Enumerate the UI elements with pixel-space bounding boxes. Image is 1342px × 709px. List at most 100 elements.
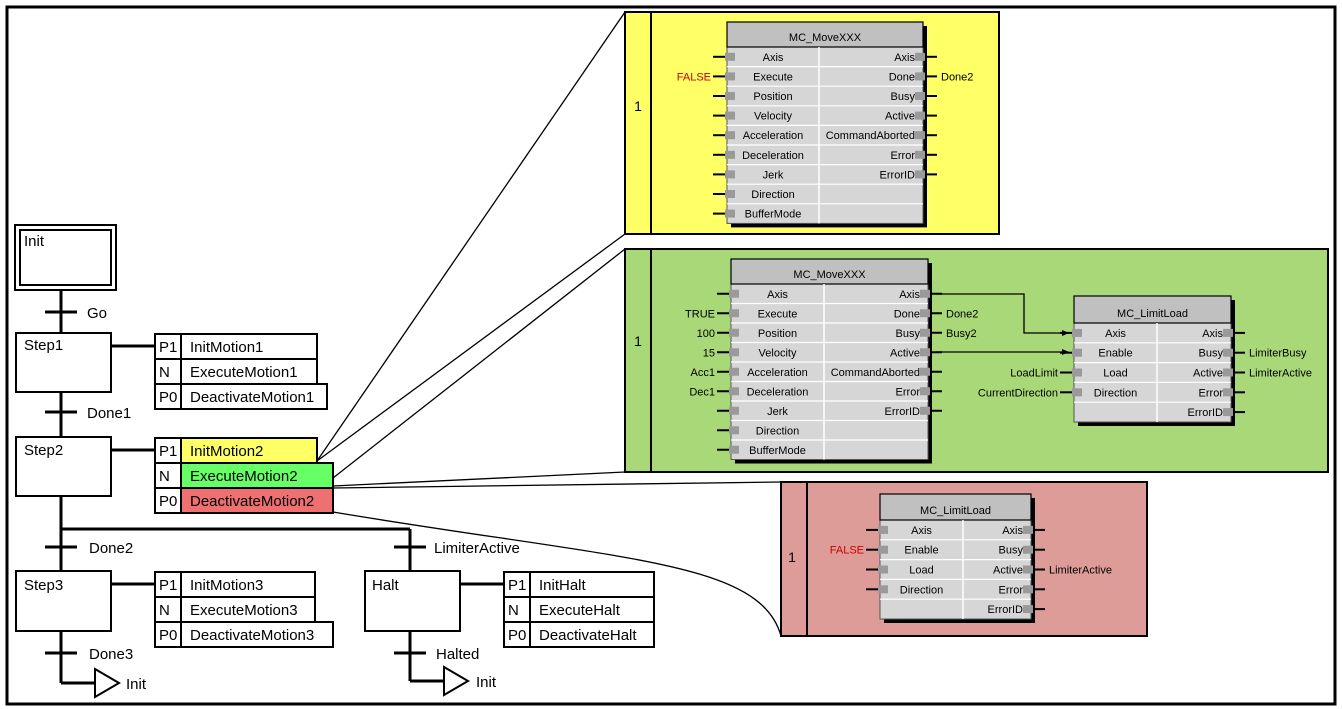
fb-input-label: Velocity	[759, 347, 797, 359]
step-step2[interactable]: Step2	[15, 436, 112, 497]
fb-output-label: Active	[1193, 368, 1223, 380]
fb-output-value: LimiterActive	[1049, 565, 1112, 577]
fb-output-value: LimiterBusy	[1249, 348, 1307, 360]
fb-input-label: Direction	[900, 584, 943, 596]
action-row[interactable]: N ExecuteHalt	[503, 596, 655, 623]
fb-input-label: Deceleration	[747, 386, 809, 398]
fb-input-label: Load	[1103, 368, 1127, 380]
action-name: InitMotion2	[190, 443, 263, 460]
fb-input-label: Direction	[751, 189, 794, 201]
action-name: ExecuteHalt	[539, 602, 621, 619]
fb-input-value: TRUE	[685, 308, 715, 320]
fb-input-label: Acceleration	[747, 367, 808, 379]
action-name: ExecuteMotion2	[190, 468, 298, 485]
fb-input-value: Dec1	[689, 386, 715, 398]
fb-output-label: ErrorID	[885, 406, 921, 418]
rung-number: 1	[788, 549, 796, 565]
step-label: Step3	[24, 577, 63, 594]
step-init[interactable]: Init	[14, 224, 117, 291]
fb-input-label: Jerk	[763, 169, 784, 181]
fb-input-label: BufferMode	[745, 209, 802, 221]
fb-output-label: Busy	[999, 545, 1024, 557]
fb-output-label: Error	[891, 150, 916, 162]
fb-output-value: Busy2	[946, 328, 977, 340]
zoom-connectors	[316, 11, 782, 637]
fb-output-value: Done2	[946, 308, 978, 320]
action-qualifier: P0	[159, 389, 177, 406]
fb-input-value: 15	[703, 347, 715, 359]
fb-output-label: Active	[885, 111, 915, 123]
fb-title: MC_MoveXXX	[789, 32, 862, 44]
fb-input-label: Acceleration	[743, 130, 804, 142]
action-qualifier: P0	[508, 627, 526, 644]
action-name: InitMotion3	[190, 577, 263, 594]
fb-input-label: Position	[753, 91, 792, 103]
fb-input-value: 100	[697, 328, 715, 340]
fb-output-label: ErrorID	[988, 604, 1024, 616]
arrow-icon	[1062, 330, 1069, 336]
fb-input-label: Axis	[911, 525, 932, 537]
jump-label: Init	[126, 676, 147, 693]
fb-output-label: Axis	[1202, 328, 1223, 340]
transition-label: Done1	[87, 405, 131, 422]
step-label: Step1	[24, 337, 63, 354]
fb-input-label: Direction	[756, 425, 799, 437]
fb-output-label: Busy	[1199, 348, 1224, 360]
fb-input-value: FALSE	[677, 71, 711, 83]
fb-output-label: CommandAborted	[826, 130, 915, 142]
fb-input-label: Direction	[1094, 387, 1137, 399]
fb-output-label: ErrorID	[880, 169, 916, 181]
fb-title: MC_LimitLoad	[1117, 308, 1188, 320]
fb-title: MC_MoveXXX	[793, 269, 866, 281]
action-qualifier: N	[159, 364, 170, 381]
transition-label: Done2	[89, 540, 133, 557]
fb-input-label: Position	[758, 328, 797, 340]
fb-input-label: Execute	[758, 308, 798, 320]
fb-input-value: FALSE	[830, 545, 864, 557]
fb-input-label: Axis	[763, 52, 784, 64]
fb-output-label: Axis	[899, 289, 920, 301]
step-step1[interactable]: Step1	[15, 332, 112, 393]
fb-input-label: Axis	[1105, 328, 1126, 340]
fb-output-label: Busy	[896, 328, 921, 340]
step-step3[interactable]: Step3	[15, 570, 112, 632]
fb-input-label: Velocity	[754, 111, 792, 123]
fb-output-label: Busy	[891, 91, 916, 103]
action-name: ExecuteMotion1	[190, 364, 298, 381]
fb-output-label: Done	[894, 308, 920, 320]
action-row[interactable]: P0 DeactivateHalt	[503, 621, 655, 648]
fb-title: MC_LimitLoad	[920, 505, 991, 517]
action-qualifier: P1	[159, 443, 177, 460]
action-name: DeactivateHalt	[539, 627, 637, 644]
fb-output-label: ErrorID	[1188, 407, 1224, 419]
rung-number: 1	[634, 333, 642, 349]
action-qualifier: N	[508, 602, 519, 619]
fb-output-label: Done	[889, 71, 915, 83]
fb-input-label: BufferMode	[749, 445, 806, 457]
transition-label: Halted	[436, 646, 479, 663]
fb-input-label: Axis	[767, 289, 788, 301]
action-row[interactable]: P1 InitMotion1	[154, 333, 318, 360]
jump-arrow-icon	[94, 667, 121, 699]
action-qualifier: P0	[159, 627, 177, 644]
action-name: InitMotion1	[190, 339, 263, 356]
fb-output-label: Error	[1199, 387, 1224, 399]
fb-output-label: Active	[993, 565, 1023, 577]
fb-input-label: Execute	[753, 71, 793, 83]
action-row[interactable]: N ExecuteMotion1	[154, 358, 318, 385]
action-qualifier: P1	[159, 339, 177, 356]
action-row[interactable]: P1 InitMotion2	[154, 437, 318, 464]
step-halt[interactable]: Halt	[364, 570, 461, 632]
